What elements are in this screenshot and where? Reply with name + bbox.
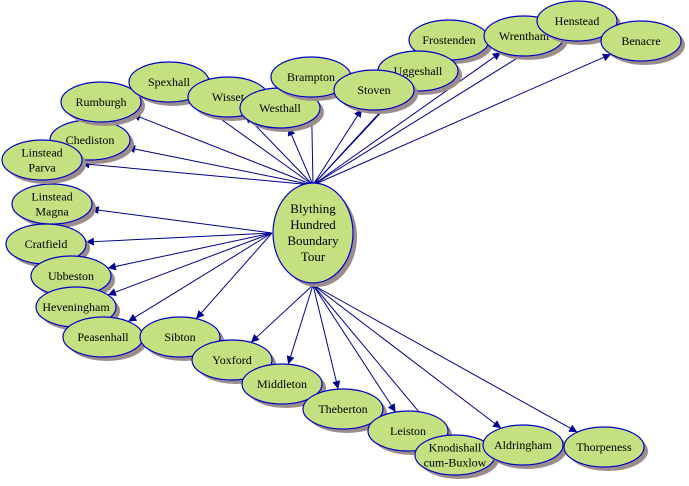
edge-to-cratfield	[85, 232, 273, 246]
node-label: Stoven	[357, 83, 390, 97]
node-label: Henstead	[555, 14, 600, 28]
node-label: Yoxford	[212, 353, 251, 367]
edge-to-ubbeston	[107, 232, 273, 271]
node-ellipse	[482, 424, 564, 466]
node-label: Blything	[290, 201, 336, 216]
node-theberton[interactable]: Theberton	[302, 388, 387, 433]
node-label: Boundary	[287, 233, 339, 248]
node-label: Uggeshall	[394, 64, 443, 78]
node-label: Leiston	[390, 424, 426, 438]
node-henstead[interactable]: Henstead	[536, 0, 621, 45]
node-label: Benacre	[621, 34, 660, 48]
node-label: Ubbeston	[48, 269, 94, 283]
edge-to-thorpeness	[312, 284, 578, 433]
edge-to-chediston	[126, 145, 314, 186]
edge-to-stoven	[312, 108, 363, 186]
node-label: Hundred	[290, 217, 336, 232]
node-peasenhall[interactable]: Peasenhall	[62, 316, 147, 361]
node-label: Spexhall	[148, 75, 191, 89]
edge-to-rumburgh	[132, 113, 314, 186]
node-ellipse	[600, 20, 682, 62]
edge-to-wrentham	[312, 51, 502, 186]
edge-to-benacre	[312, 53, 612, 186]
node-label: Wrentham	[499, 29, 550, 43]
node-aldringham[interactable]: Aldringham	[482, 424, 567, 469]
node-label: Linstead	[31, 190, 72, 204]
node-label: Peasenhall	[77, 330, 129, 344]
edge-to-linstead-parva	[81, 160, 314, 186]
node-ellipse	[139, 316, 221, 358]
node-sibton[interactable]: Sibton	[139, 316, 224, 361]
node-label: cum-Buxlow	[424, 456, 487, 470]
edge-to-henstead	[312, 36, 553, 186]
edge-to-peasenhall	[127, 232, 273, 322]
node-label: Thorpeness	[576, 440, 632, 454]
edge-to-yoxford	[250, 284, 314, 343]
node-frostenden[interactable]: Frostenden	[408, 19, 493, 64]
node-ellipse	[1, 139, 83, 181]
edge-to-middleton	[286, 284, 314, 365]
node-label: Tour	[301, 249, 326, 264]
node-ellipse	[536, 0, 618, 42]
node-ellipse	[272, 182, 354, 284]
edge-to-wisset	[245, 114, 314, 186]
node-label: Linstead	[21, 146, 62, 160]
edge-to-linstead-magna	[90, 206, 273, 234]
node-ellipse	[60, 81, 142, 123]
edge-to-aldringham	[312, 284, 502, 429]
node-ellipse	[191, 339, 273, 381]
node-stoven[interactable]: Stoven	[333, 69, 418, 114]
edge-to-heveningham	[107, 232, 273, 296]
node-label: Knodishall	[429, 441, 482, 455]
node-label: Middleton	[257, 377, 307, 391]
node-ellipse	[333, 69, 415, 111]
node-label: Heveningham	[42, 300, 110, 314]
node-label: Westhall	[259, 101, 301, 115]
node-ellipse	[241, 363, 323, 405]
node-ellipse	[302, 388, 384, 430]
nodes: LinsteadMagnaCratfieldUbbestonHeveningha…	[1, 0, 685, 479]
node-label: Aldringham	[494, 438, 553, 452]
node-brampton[interactable]: Brampton	[270, 56, 355, 101]
node-label: Chediston	[66, 133, 115, 147]
node-label: Parva	[28, 161, 56, 175]
node-label: Cratfield	[25, 237, 68, 251]
node-yoxford[interactable]: Yoxford	[191, 339, 276, 384]
edge-to-leiston	[312, 284, 397, 413]
edge-to-sibton	[195, 232, 273, 320]
node-label: Frostenden	[422, 33, 475, 47]
node-benacre[interactable]: Benacre	[600, 20, 685, 65]
node-thorpeness[interactable]: Thorpeness	[563, 426, 648, 471]
node-ellipse	[563, 426, 645, 468]
node-label: Brampton	[287, 70, 335, 84]
edge-to-theberton	[312, 284, 341, 390]
node-label: Wisset	[212, 90, 245, 104]
node-label: Sibton	[164, 330, 195, 344]
node-rumburgh[interactable]: Rumburgh	[60, 81, 145, 126]
node-label: Theberton	[318, 402, 367, 416]
node-label: Rumburgh	[75, 95, 126, 109]
node-middleton[interactable]: Middleton	[241, 363, 326, 408]
edge-to-westhall	[287, 127, 314, 186]
node-label: Magna	[35, 205, 69, 219]
